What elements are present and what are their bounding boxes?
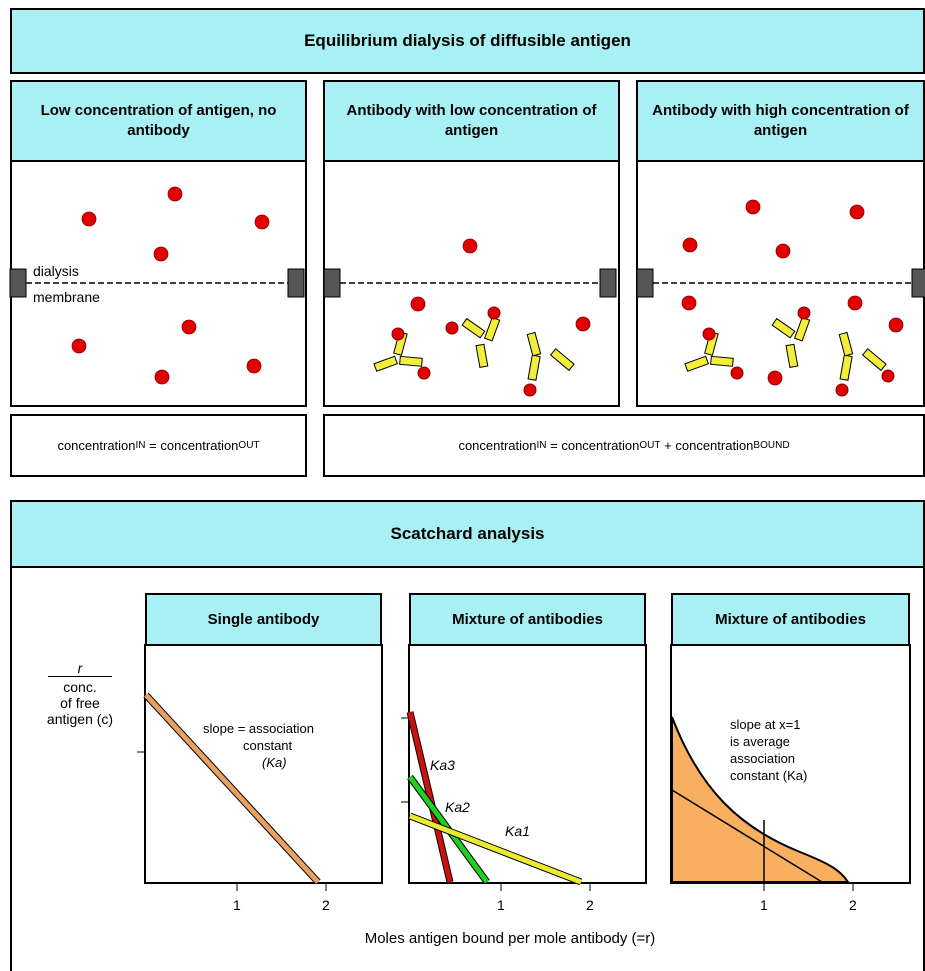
eq-right-c: concentration (675, 438, 754, 453)
antigens-panel-3 (681, 199, 904, 386)
ka3-line (407, 711, 453, 883)
plot3-annotation-line3: association (730, 751, 795, 766)
x-tick-label: 2 (849, 897, 857, 913)
membrane-1 (9, 268, 305, 298)
average-curve-area (671, 716, 850, 883)
plot3-annotation-line4: constant (Ka) (730, 768, 807, 783)
x-tick-label: 1 (233, 897, 241, 913)
eq-left-b-sub: OUT (238, 440, 260, 451)
y-label-line1: conc. (63, 679, 97, 695)
plot1-annotation-line2: constant (243, 738, 293, 753)
ka1-line (409, 813, 582, 885)
x-axis-ticks (236, 883, 854, 891)
plot-frame-2 (408, 644, 647, 884)
eq-left-eq: = (149, 438, 157, 453)
ka3-label: Ka3 (430, 757, 455, 773)
antibodies-panel-3 (684, 306, 895, 397)
eq-right-c-sub: BOUND (753, 440, 790, 451)
scatchard-title: Scatchard analysis (390, 524, 545, 543)
panel-title: Low concentration of antigen, no antibod… (12, 82, 305, 162)
eq-right-b-sub: OUT (639, 440, 661, 451)
plot-frame-1 (144, 644, 383, 884)
y-label-line2: of free (60, 695, 100, 711)
x-tick-label: 1 (497, 897, 505, 913)
antigens-panel-2 (410, 238, 591, 332)
eq-left-a-sub: IN (135, 440, 146, 451)
panel-title: Antibody with low concentration of antig… (325, 82, 618, 162)
membrane-label-line2: membrane (33, 289, 100, 305)
x-tick-label: 2 (586, 897, 594, 913)
plot-title-mixture-1: Mixture of antibodies (409, 593, 646, 646)
single-antibody-line (144, 693, 320, 884)
eq-right-b: concentration (561, 438, 640, 453)
plot-title-mixture-2: Mixture of antibodies (671, 593, 910, 646)
panel-title: Antibody with high concentration of anti… (638, 82, 923, 162)
plot3-annotation-line1: slope at x=1 (730, 717, 800, 732)
antibodies-panel-2 (373, 306, 575, 397)
dialysis-drawings: dialysis membrane (9, 186, 925, 397)
membrane-3 (636, 268, 925, 298)
plot-title-single: Single antibody (145, 593, 382, 646)
top-banner-title: Equilibrium dialysis of diffusible antig… (304, 31, 631, 50)
y-label-numerator: r (48, 660, 112, 677)
membrane-2 (323, 268, 617, 298)
panel-low-antigen: Antibody with low concentration of antig… (323, 80, 620, 407)
scatchard-plots: 1 2 1 2 1 2 slope = association constant… (137, 644, 911, 913)
plot3-annotation-line2: is average (730, 734, 790, 749)
x-tick-label: 2 (322, 897, 330, 913)
eq-left-a: concentration (57, 438, 136, 453)
eq-right-a: concentration (458, 438, 537, 453)
plot1-annotation-line1: slope = association (203, 721, 314, 736)
scatchard-banner: Scatchard analysis (12, 502, 923, 568)
eq-right-a-sub: IN (536, 440, 547, 451)
y-axis-label: r conc. of free antigen (c) (40, 660, 120, 727)
plot-title-text: Mixture of antibodies (452, 611, 603, 628)
x-axis-label: Moles antigen bound per mole antibody (=… (364, 930, 656, 947)
plot-title-text: Mixture of antibodies (715, 611, 866, 628)
eq-right-eq: = (550, 438, 558, 453)
ka1-label: Ka1 (505, 823, 530, 839)
eq-right-plus: + (664, 438, 672, 453)
tangent-line (671, 789, 823, 883)
top-banner: Equilibrium dialysis of diffusible antig… (10, 8, 925, 74)
x-tick-label: 1 (760, 897, 768, 913)
plot1-annotation-line3: (Ka) (262, 755, 287, 770)
antigens-panel-1 (71, 186, 270, 385)
eq-left-b: concentration (160, 438, 239, 453)
panel-no-antibody: Low concentration of antigen, no antibod… (10, 80, 307, 407)
membrane-label-line1: dialysis (33, 263, 79, 279)
plot-title-text: Single antibody (207, 611, 320, 628)
y-label-line3: antigen (c) (46, 711, 114, 727)
ka2-label: Ka2 (445, 799, 470, 815)
